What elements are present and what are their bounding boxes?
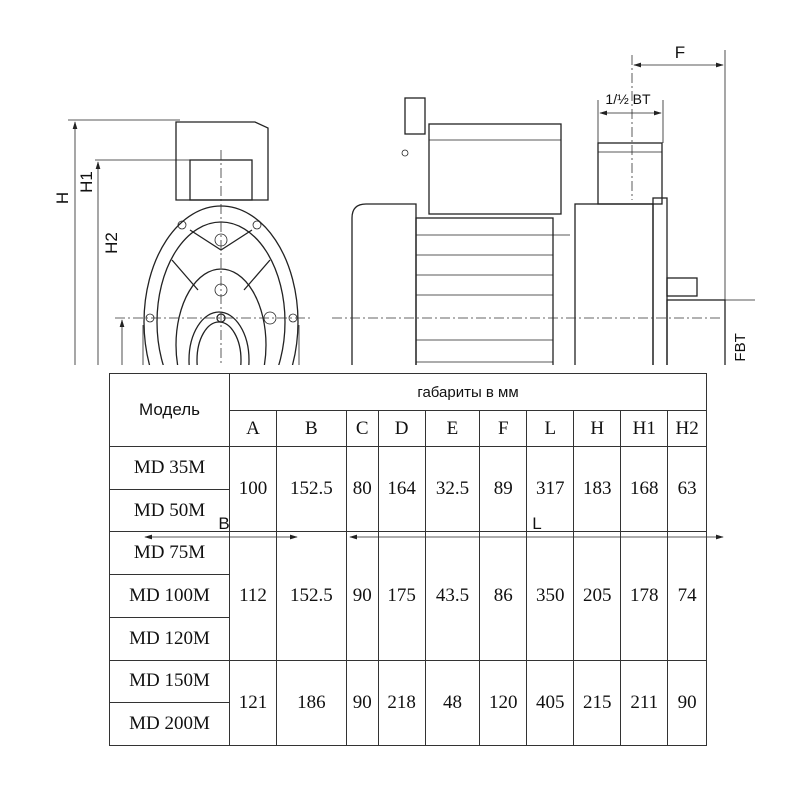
value-cell-d: 218 (377, 659, 426, 747)
value-cell-c: 90 (345, 659, 379, 747)
dim-label-f: F (675, 43, 685, 62)
value-cell-b: 152.5 (276, 446, 347, 533)
front-view: H H1 H2 A (53, 119, 310, 365)
value-cell-f: 86 (479, 531, 528, 661)
value-cell-a: 112 (228, 531, 278, 661)
value-cell-h1: 168 (620, 446, 669, 533)
value-cell-l: 317 (526, 446, 575, 533)
value-cell-c: 80 (345, 446, 379, 533)
table-row: MD 120M (109, 616, 707, 661)
model-cell: MD 100M (109, 574, 230, 618)
value-cell-b: 186 (276, 659, 347, 747)
model-cell: MD 150M (109, 659, 230, 704)
value-cell-e: 48 (424, 659, 481, 747)
pump-dimension-drawing: H H1 H2 A (53, 43, 755, 365)
bottom-dimensions: B L (144, 514, 724, 540)
column-header-f: F (479, 410, 528, 448)
column-header-l: L (526, 410, 575, 448)
value-cell-h1: 178 (620, 531, 669, 661)
value-cell-f: 120 (479, 659, 528, 747)
value-cell-a: 100 (228, 446, 278, 533)
column-header-a: A (228, 410, 278, 448)
table-row: MD 100M (109, 574, 707, 618)
model-cell: MD 200M (109, 702, 230, 746)
value-cell-h2: 63 (667, 446, 707, 533)
table-row: MD 50M (109, 488, 707, 533)
side-view: F 1/½ BT C D 1 ½ FBT E (332, 43, 755, 365)
column-header-h: H (573, 410, 622, 448)
value-cell-h2: 90 (667, 659, 707, 747)
value-cell-e: 43.5 (424, 531, 481, 661)
dim-label-h2: H2 (102, 232, 121, 254)
column-header-c: C (345, 410, 379, 448)
column-header-d: D (377, 410, 426, 448)
model-header: Модель (109, 372, 230, 448)
dim-label-inlet: 1 ½ FBT (732, 333, 749, 365)
value-cell-f: 89 (479, 446, 528, 533)
value-cell-l: 350 (526, 531, 575, 661)
value-cell-d: 164 (377, 446, 426, 533)
value-cell-h: 183 (573, 446, 622, 533)
value-cell-c: 90 (345, 531, 379, 661)
table-row: MD 200M (109, 702, 707, 746)
column-header-h2: H2 (667, 410, 707, 448)
dims-header: габариты в мм (229, 372, 707, 412)
model-cell: MD 75M (109, 531, 230, 576)
model-cell: MD 50M (109, 488, 230, 533)
value-cell-d: 175 (377, 531, 426, 661)
value-cell-h1: 211 (620, 659, 669, 747)
value-cell-h2: 74 (667, 531, 707, 661)
column-header-e: E (424, 410, 481, 448)
column-header-b: B (276, 410, 347, 448)
column-header-h1: H1 (620, 410, 669, 448)
value-cell-a: 121 (228, 659, 278, 747)
dim-label-outlet: 1/½ BT (605, 91, 651, 107)
value-cell-e: 32.5 (424, 446, 481, 533)
model-cell: MD 35M (109, 446, 230, 490)
model-cell: MD 120M (109, 616, 230, 661)
value-cell-h: 205 (573, 531, 622, 661)
value-cell-l: 405 (526, 659, 575, 747)
value-cell-h: 215 (573, 659, 622, 747)
dim-label-h1: H1 (77, 171, 96, 193)
value-cell-b: 152.5 (276, 531, 347, 661)
dim-label-h: H (53, 192, 72, 204)
